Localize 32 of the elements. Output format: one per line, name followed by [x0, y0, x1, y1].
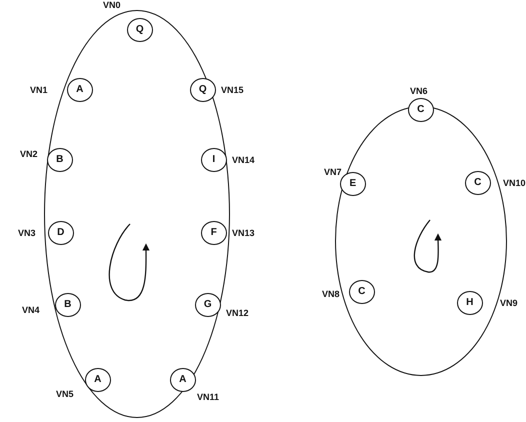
position-label: VN11: [197, 393, 220, 402]
letter-circle: A: [84, 368, 111, 392]
letter-circle: Q: [190, 78, 216, 102]
position-label: VN14: [232, 156, 255, 165]
position-label: VN1: [30, 86, 48, 95]
letter-circle: B: [54, 292, 81, 317]
position-label: VN10: [503, 179, 526, 188]
letter-circle: F: [200, 220, 227, 245]
position-label: VN8: [322, 290, 340, 299]
position-label: VN7: [324, 168, 342, 177]
letter-circle: C: [348, 280, 375, 304]
letter-circle: I: [200, 148, 227, 172]
letter-circle: B: [46, 148, 73, 172]
position-label: VN5: [56, 390, 74, 399]
position-label: VN0: [103, 1, 121, 10]
letter-circle: C: [464, 170, 491, 195]
letter-circle: A: [66, 78, 93, 102]
position-label: VN2: [20, 150, 38, 159]
position-label: VN12: [226, 309, 249, 318]
letter-circle: Q: [126, 18, 153, 42]
position-label: VN9: [500, 299, 518, 308]
letter-circle: C: [408, 98, 434, 122]
position-label: VN4: [22, 306, 40, 315]
letter-circle: E: [340, 172, 366, 196]
position-label: VN15: [221, 86, 244, 95]
position-label: VN3: [18, 229, 36, 238]
position-label: VN13: [232, 229, 255, 238]
letter-circle: H: [456, 290, 483, 315]
letter-circle: D: [48, 220, 74, 245]
position-label: VN6: [410, 87, 428, 96]
letter-circle: G: [194, 292, 221, 317]
letter-circle: A: [170, 368, 196, 392]
